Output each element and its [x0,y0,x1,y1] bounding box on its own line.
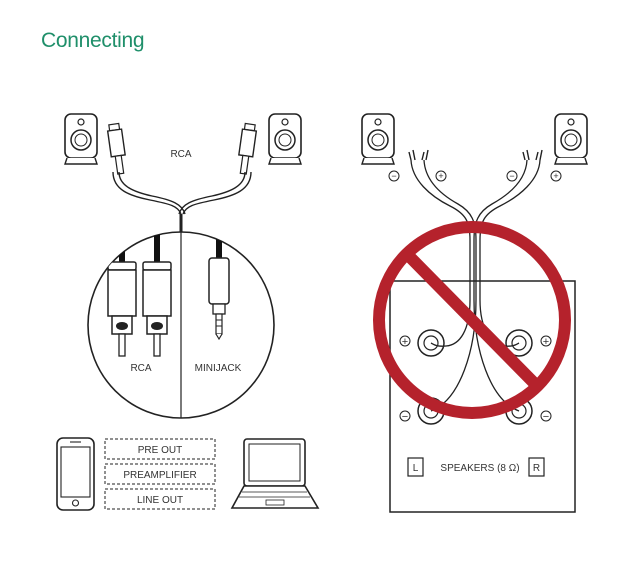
terminal-left-minus: − [402,411,408,423]
minijack-label: MINIJACK [195,363,242,374]
terminal-right-minus: − [543,411,549,423]
minijack-plug-icon [208,232,230,341]
smartphone-icon [56,437,95,511]
no-sign-icon [373,221,571,419]
rca-plug-left-icon [106,122,129,176]
speaker-right-minus: − [509,171,514,181]
source-box-pre-out-label: PRE OUT [138,445,182,456]
rca-plug-large-1-icon [107,232,137,357]
source-box-line-out: LINE OUT [104,488,216,510]
rca-plug-right-icon [235,122,258,176]
speaker-left-plus: + [438,171,443,181]
laptop-icon [230,438,320,509]
speaker-right-plus: + [553,171,558,181]
speaker-left-minus: − [391,171,396,181]
source-box-preamplifier-label: PREAMPLIFIER [123,470,196,481]
passive-speaker-right-icon [554,113,588,165]
terminal-right-plus: + [543,336,549,348]
terminal-left-plus: + [402,336,408,348]
source-box-pre-out: PRE OUT [104,438,216,460]
left-speaker-icon [64,113,98,165]
rca-label: RCA [130,363,151,374]
channel-right-label: R [533,463,540,474]
source-devices: PRE OUT PREAMPLIFIER LINE OUT [56,437,320,511]
rca-plug-large-2-icon [142,232,172,357]
source-box-line-out-label: LINE OUT [137,495,183,506]
rca-top-label: RCA [170,149,191,160]
source-box-preamplifier: PREAMPLIFIER [104,463,216,485]
speakers-label: SPEAKERS (8 Ω) [440,463,519,474]
page-title: Connecting [41,29,145,52]
right-speaker-icon [268,113,302,165]
channel-left-label: L [413,463,419,474]
speaker-terminal-diagram: − + − + + + [361,113,588,513]
rca-cable-diagram: RCA [64,113,302,419]
passive-speaker-left-icon [361,113,395,165]
